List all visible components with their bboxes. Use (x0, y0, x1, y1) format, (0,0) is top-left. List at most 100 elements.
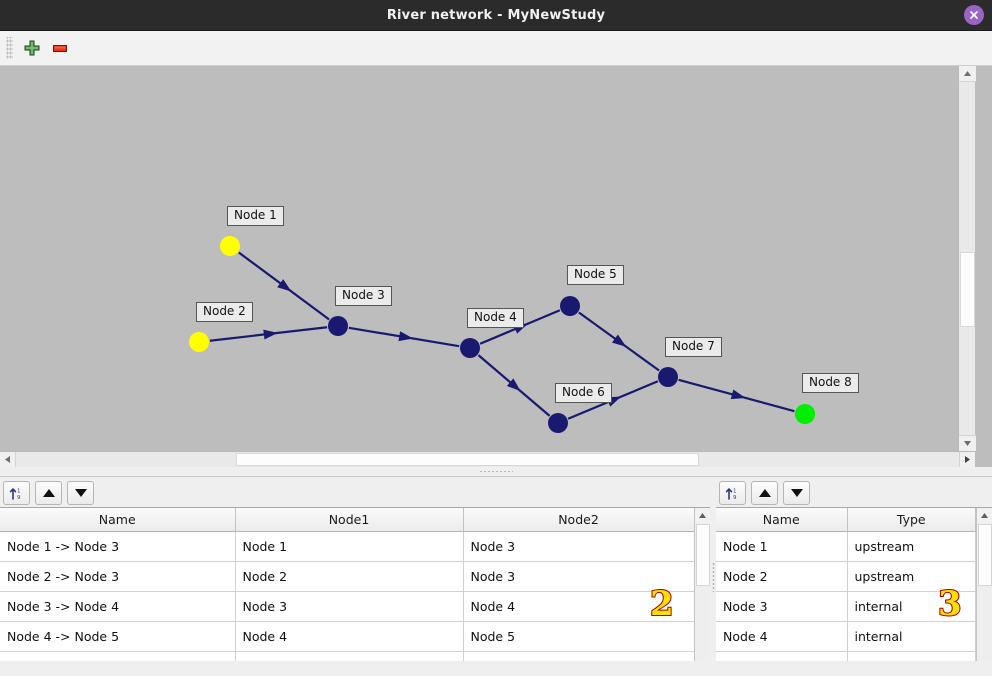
nodes-scroll-thumb[interactable] (978, 524, 992, 586)
column-header-type[interactable]: Type (847, 508, 976, 532)
move-down-button[interactable] (783, 481, 810, 505)
table-cell[interactable]: Node 4 -> Node 5 (0, 621, 236, 652)
svg-text:1: 1 (733, 488, 737, 494)
main-toolbar (0, 31, 992, 66)
network-node-node8[interactable] (795, 404, 815, 424)
table-cell[interactable]: internal (847, 621, 976, 652)
network-node-node6[interactable] (548, 413, 568, 433)
scroll-down-icon[interactable] (959, 435, 976, 451)
diagram-vscroll-thumb[interactable] (960, 252, 975, 327)
sort-ascending-icon[interactable]: 1 9 (3, 481, 30, 505)
column-header-node1[interactable]: Node1 (235, 508, 464, 532)
node-label-node2[interactable]: Node 2 (196, 302, 253, 322)
diagram-hscroll-thumb[interactable] (236, 453, 699, 466)
title-bar: River network - MyNewStudy (0, 0, 992, 31)
column-header-name[interactable]: Name (0, 508, 236, 532)
table-cell[interactable]: Node 3 (463, 531, 694, 562)
table-cell[interactable]: Node 2 (716, 561, 848, 592)
network-diagram-panel: Node 1 Node 2 Node 3 Node 4 Node 5 Node 6 Node… (0, 66, 992, 467)
network-node-node4[interactable] (460, 338, 480, 358)
svg-text:9: 9 (733, 495, 737, 501)
column-header-node2[interactable]: Node2 (463, 508, 694, 532)
network-edges (209, 251, 795, 420)
svg-text:9: 9 (17, 495, 21, 501)
nodes-table-scrollbar[interactable] (976, 508, 992, 676)
network-node-node5[interactable] (560, 296, 580, 316)
links-scroll-thumb[interactable] (696, 524, 710, 586)
node-label-node7[interactable]: Node 7 (665, 337, 722, 357)
table-cell[interactable]: Node 2 (235, 561, 464, 592)
add-node-button[interactable] (18, 34, 46, 62)
table-cell[interactable]: internal (847, 591, 976, 622)
horizontal-splitter[interactable] (0, 467, 992, 477)
node-label-node5[interactable]: Node 5 (567, 265, 624, 285)
network-node-node1[interactable] (220, 236, 240, 256)
table-cell[interactable]: Node 3 (463, 561, 694, 592)
table-cell[interactable]: Node 2 -> Node 3 (0, 561, 236, 592)
node-label-node4[interactable]: Node 4 (467, 308, 524, 328)
diagram-horizontal-scrollbar[interactable] (0, 451, 975, 467)
link-arrow-icon (263, 329, 278, 340)
table-cell[interactable]: upstream (847, 561, 976, 592)
table-cell[interactable]: Node 1 -> Node 3 (0, 531, 236, 562)
links-table-scrollbar[interactable] (694, 508, 710, 676)
move-down-button[interactable] (67, 481, 94, 505)
table-cell[interactable]: upstream (847, 531, 976, 562)
bottom-strip (0, 661, 992, 676)
table-cell[interactable]: Node 1 (235, 531, 464, 562)
scroll-right-icon[interactable] (959, 452, 975, 467)
scroll-up-icon[interactable] (977, 508, 992, 523)
scroll-up-icon[interactable] (695, 508, 710, 523)
table-cell[interactable]: Node 1 (716, 531, 848, 562)
links-panel-toolbar: 1 9 (0, 477, 710, 507)
table-cell[interactable]: Node 4 (716, 621, 848, 652)
node-label-node8[interactable]: Node 8 (802, 373, 859, 393)
node-label-node3[interactable]: Node 3 (335, 286, 392, 306)
delete-node-button[interactable] (46, 34, 74, 62)
sort-ascending-icon[interactable]: 1 9 (719, 481, 746, 505)
table-cell[interactable]: Node 3 -> Node 4 (0, 591, 236, 622)
toolbar-grip[interactable] (6, 37, 13, 59)
network-canvas[interactable]: Node 1 Node 2 Node 3 Node 4 Node 5 Node 6 Node… (0, 66, 958, 451)
link-arrow-icon (277, 279, 292, 292)
column-header-name[interactable]: Name (716, 508, 848, 532)
close-icon[interactable] (964, 5, 984, 25)
triangle-down-icon (74, 489, 87, 497)
move-up-button[interactable] (35, 481, 62, 505)
network-node-node3[interactable] (328, 316, 348, 336)
triangle-up-icon (42, 489, 55, 497)
scroll-left-icon[interactable] (0, 452, 16, 467)
splitter-grip (711, 561, 715, 592)
table-cell[interactable]: Node 5 (463, 621, 694, 652)
network-node-node2[interactable] (189, 332, 209, 352)
table-cell[interactable]: Node 4 (235, 621, 464, 652)
node-label-node6[interactable]: Node 6 (555, 383, 612, 403)
table-cell[interactable]: Node 3 (235, 591, 464, 622)
network-node-node7[interactable] (658, 367, 678, 387)
table-cell[interactable]: Node 3 (716, 591, 848, 622)
diagram-vertical-scrollbar[interactable] (958, 66, 976, 451)
move-up-button[interactable] (751, 481, 778, 505)
window-title: River network - MyNewStudy (386, 7, 606, 23)
node-label-node1[interactable]: Node 1 (227, 206, 284, 226)
vertical-splitter[interactable] (710, 477, 716, 676)
scroll-up-icon[interactable] (959, 66, 976, 82)
table-cell[interactable]: Node 4 (463, 591, 694, 622)
svg-text:1: 1 (17, 488, 21, 494)
hscroll-track[interactable] (16, 452, 959, 467)
